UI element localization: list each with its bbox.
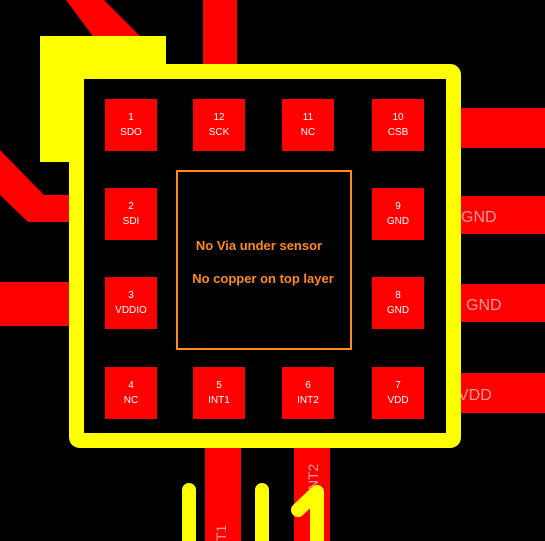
pad-body: [372, 367, 424, 419]
pad-body: [372, 277, 424, 329]
pad-body: [105, 188, 157, 240]
keepout-note-copper: No copper on top layer: [192, 271, 334, 286]
pad-number: 3: [128, 290, 134, 301]
pad-signal-name: GND: [387, 305, 409, 316]
keepout-zone: No Via under sensor No copper on top lay…: [176, 170, 352, 350]
package-outline: [69, 64, 461, 448]
net-label-gnd-lower: GND: [466, 297, 502, 314]
pad-signal-name: NC: [124, 395, 138, 406]
pad-body: [105, 99, 157, 151]
net-label-int1: T1: [213, 524, 229, 541]
pad-number: 2: [128, 201, 134, 212]
net-label-vdd: VDD: [458, 387, 492, 404]
pad-number: 9: [395, 201, 401, 212]
pad-body: [105, 277, 157, 329]
pad-number: 7: [395, 380, 401, 391]
pad-signal-name: GND: [387, 216, 409, 227]
pad-number: 11: [303, 112, 314, 123]
pad-signal-name: CSB: [388, 127, 409, 138]
pad-signal-name: SDI: [123, 216, 140, 227]
pad-number: 1: [128, 112, 134, 123]
pad-signal-name: INT1: [208, 395, 230, 406]
pad-number: 4: [128, 380, 134, 391]
pad-body: [193, 99, 245, 151]
pad-signal-name: VDDIO: [115, 305, 147, 316]
pad-body: [105, 367, 157, 419]
pad-body: [372, 188, 424, 240]
pad-number: 8: [395, 290, 401, 301]
pad-body: [193, 367, 245, 419]
pad-number: 12: [213, 112, 225, 123]
pad-signal-name: INT2: [297, 395, 319, 406]
pad-number: 6: [305, 380, 311, 391]
silk-tick-3: [291, 485, 324, 541]
pad-signal-name: SCK: [209, 127, 230, 138]
pad-number: 10: [392, 112, 404, 123]
keepout-outline: [176, 170, 352, 350]
pads: 1SDO12SCK11NC10CSB2SDI9GND3VDDIO8GND4NC5…: [105, 99, 424, 419]
net-label-gnd-upper: GND: [461, 209, 497, 226]
pad-number: 5: [216, 380, 222, 391]
pad-4: 4NC: [105, 367, 157, 419]
keepout-note-via: No Via under sensor: [196, 238, 322, 253]
pad-body: [372, 99, 424, 151]
pad-signal-name: NC: [301, 127, 315, 138]
pad-body: [282, 99, 334, 151]
pad-signal-name: SDO: [120, 127, 142, 138]
pad-signal-name: VDD: [387, 395, 408, 406]
pad-body: [282, 367, 334, 419]
